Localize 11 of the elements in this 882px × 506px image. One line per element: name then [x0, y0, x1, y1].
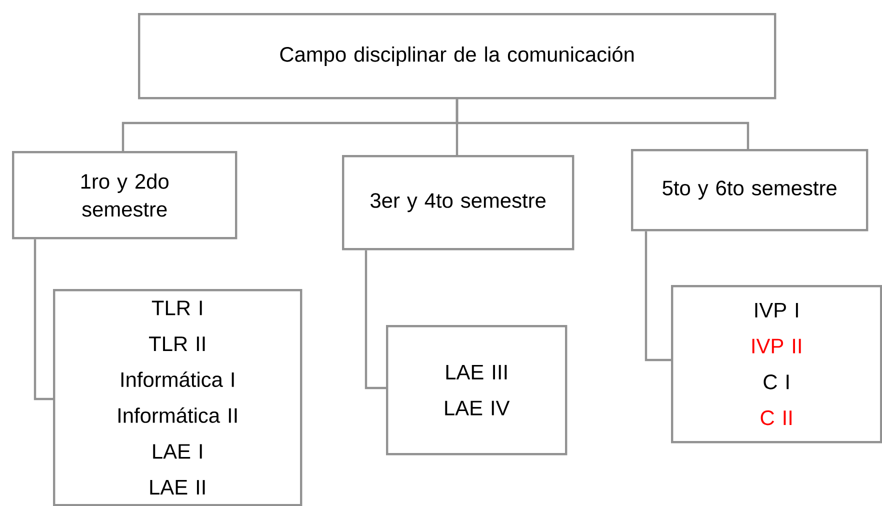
- text-box: TLR I TLR II Informática I Informática II LAE I LAE II: [53, 289, 302, 506]
- text-box: 1ro y 2do semestre: [12, 151, 238, 240]
- text-box: 3er y 4to semestre: [342, 155, 574, 250]
- text-box: IVP I IVP II C I C II: [671, 285, 882, 444]
- connector-line: [456, 99, 750, 149]
- text-box: LAE III LAE IV: [386, 325, 568, 456]
- connector-line: [644, 231, 671, 362]
- connector-line: [364, 250, 386, 390]
- text-box: 5to y 6to semestre: [631, 149, 868, 232]
- connector-line: [34, 239, 53, 400]
- text-box: Campo disciplinar de la comunicación: [138, 13, 776, 100]
